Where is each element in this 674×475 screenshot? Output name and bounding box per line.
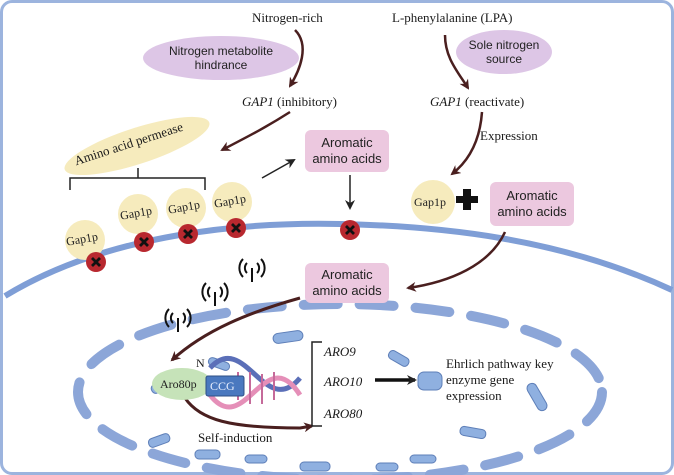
lpa-prefix: L (392, 10, 400, 25)
aromatic-box-top (305, 130, 389, 172)
aro80-gene: ARO80 (324, 406, 363, 421)
nitrogen-hindrance-pill (143, 36, 299, 80)
aromatic-box-right (490, 182, 574, 226)
gap1-reactivate-label: GAP1 (reactivate) (430, 94, 524, 110)
arrow-to-aro80p (170, 296, 301, 362)
arrow-lpa-to-gap1 (443, 34, 470, 90)
cell-membrane (3, 220, 674, 299)
block-x-icon (134, 232, 154, 252)
ehrlich-label: Ehrlich pathway key enzyme gene expressi… (446, 356, 554, 403)
ccg-label: CCG (210, 379, 235, 393)
block-x-icon (178, 224, 198, 244)
plus-icon (456, 189, 478, 210)
nitrogen-rich-label: Nitrogen-rich (252, 10, 323, 25)
gap1p-circle (411, 180, 455, 224)
gap1-gene: GAP1 (242, 94, 274, 109)
gap1p-circle (212, 182, 252, 222)
ccg-box (205, 375, 245, 397)
sole-nitrogen-pill (456, 30, 552, 74)
permease-pill (64, 116, 210, 176)
self-induction-label: Self-induction (198, 430, 273, 445)
gap1p-circle (166, 188, 206, 228)
block-x-icon (86, 252, 106, 272)
aro9-gene: ARO9 (324, 344, 356, 359)
signal-antenna-icon (201, 282, 229, 306)
aromatic-right-text: Aromatic amino acids (497, 188, 567, 219)
block-x-icon (226, 218, 246, 238)
gap1p-circle (65, 220, 105, 260)
arrow-gap1-expression (450, 111, 484, 176)
gap1-gene: GAP1 (430, 94, 462, 109)
sole-nitrogen-text: Sole nitrogen source (468, 38, 540, 66)
arrow-into-cell (406, 231, 507, 292)
gap1-inhibitory-label: GAP1 (inhibitory) (242, 94, 337, 110)
aro80p-label: Aro80p (160, 377, 197, 391)
aro10-gene: ARO10 (324, 374, 363, 389)
arrow-self-induction (183, 397, 314, 433)
n-label: N (196, 356, 205, 370)
lpa-rest: -phenylalanine (LPA) (399, 10, 513, 25)
aromatic-inner-text: Aromatic amino acids (312, 267, 382, 298)
gap1p-proteins (65, 180, 455, 260)
gene-bracket (311, 341, 322, 427)
signal-antenna-icon (238, 258, 266, 282)
aromatic-box-inner (305, 263, 389, 303)
gap1p-circle (118, 194, 158, 234)
block-x-icon (340, 220, 360, 240)
arrow-gap1-inhibit (220, 110, 291, 152)
arrow-nitrogen-to-gap1 (288, 29, 304, 88)
lpa-label: L-phenylalanine (LPA) (392, 10, 512, 26)
gap1-inhibitory: (inhibitory) (273, 94, 337, 109)
gap1-reactivate: (reactivate) (461, 94, 525, 109)
permease-bracket (69, 168, 206, 190)
nitrogen-hindrance-text: Nitrogen metabolite hindrance (168, 44, 274, 72)
ehrlich-marker (417, 371, 443, 391)
aro80p-blob (152, 368, 212, 400)
arrow-to-aromatic-top (261, 159, 296, 179)
nuclear-envelope (73, 299, 607, 475)
aromatic-top-text: Aromatic amino acids (312, 135, 382, 166)
gap1p-label: Gap1p (414, 195, 446, 209)
signal-antenna-icon (164, 308, 192, 332)
expression-label: Expression (480, 128, 538, 143)
